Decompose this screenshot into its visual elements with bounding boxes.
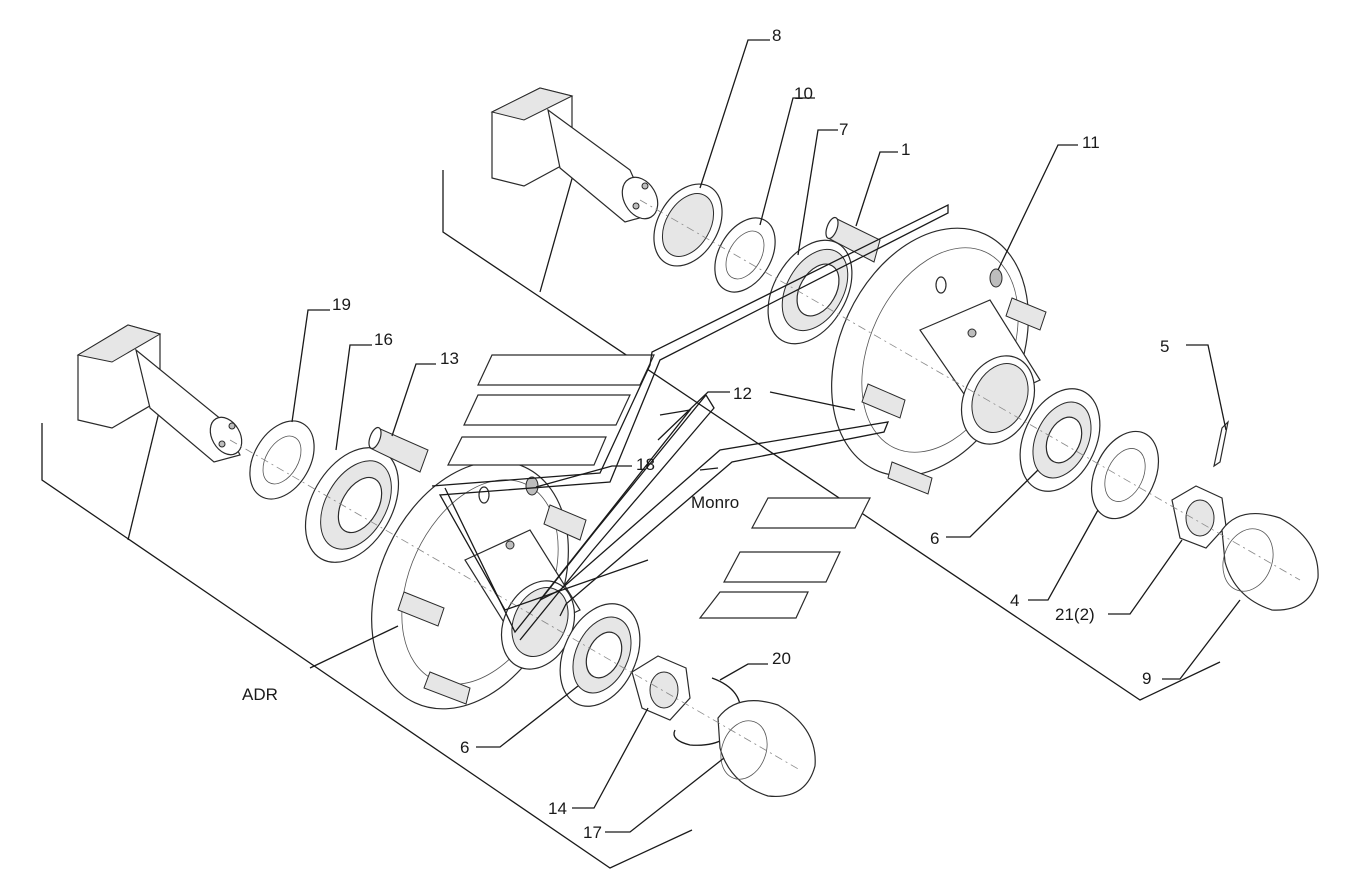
wheel-hub-upper [831, 227, 1047, 495]
label-8: 8 [772, 26, 781, 45]
axle-spindle-upper [490, 87, 659, 223]
label-6-lower: 6 [460, 738, 469, 757]
label-19: 19 [332, 295, 351, 314]
bearing-6-lower [559, 603, 641, 707]
group-bracket-upper [442, 167, 1221, 701]
label-7: 7 [839, 120, 848, 139]
bearing-6-upper [1019, 388, 1101, 492]
castle-nut-21 [1171, 485, 1227, 549]
label-12: 12 [733, 384, 752, 403]
label-11: 11 [1082, 133, 1100, 152]
washer-10 [714, 217, 776, 293]
seal-ring-8 [653, 183, 723, 267]
wheel-stud-1 [825, 216, 881, 263]
part-labels: 8 10 7 1 11 5 12 6 4 21(2) 9 19 16 13 18… [242, 26, 1169, 842]
label-4: 4 [1010, 591, 1019, 610]
label-20: 20 [772, 649, 791, 668]
label-14: 14 [548, 799, 567, 818]
bearing-16 [304, 447, 400, 563]
label-21: 21(2) [1055, 605, 1095, 624]
group-bracket-lower [41, 407, 693, 869]
hub-cap-9 [1221, 512, 1319, 611]
label-5: 5 [1160, 337, 1169, 356]
washer-4 [1090, 430, 1160, 520]
sign-plates-left [431, 203, 949, 641]
grease-nipple-11 [989, 268, 1003, 288]
label-17: 17 [583, 823, 602, 842]
hub-cap-17 [717, 700, 816, 798]
label-adr: ADR [242, 685, 278, 704]
label-monro: Monro [691, 493, 739, 512]
leader-lines [291, 39, 1241, 833]
grease-nipple-18 [525, 476, 539, 496]
label-9: 9 [1142, 669, 1151, 688]
label-13: 13 [440, 349, 459, 368]
castle-nut-14 [631, 655, 691, 721]
label-10: 10 [794, 84, 813, 103]
label-18: 18 [636, 455, 655, 474]
wheel-stud-13 [368, 426, 429, 473]
sign-plates-right [539, 409, 890, 619]
axle-spindle-lower [76, 324, 243, 463]
label-16: 16 [374, 330, 393, 349]
label-1: 1 [901, 140, 910, 159]
cotter-pin-5 [1213, 420, 1229, 468]
label-6-upper: 6 [930, 529, 939, 548]
wheel-hub-lower [371, 460, 587, 710]
